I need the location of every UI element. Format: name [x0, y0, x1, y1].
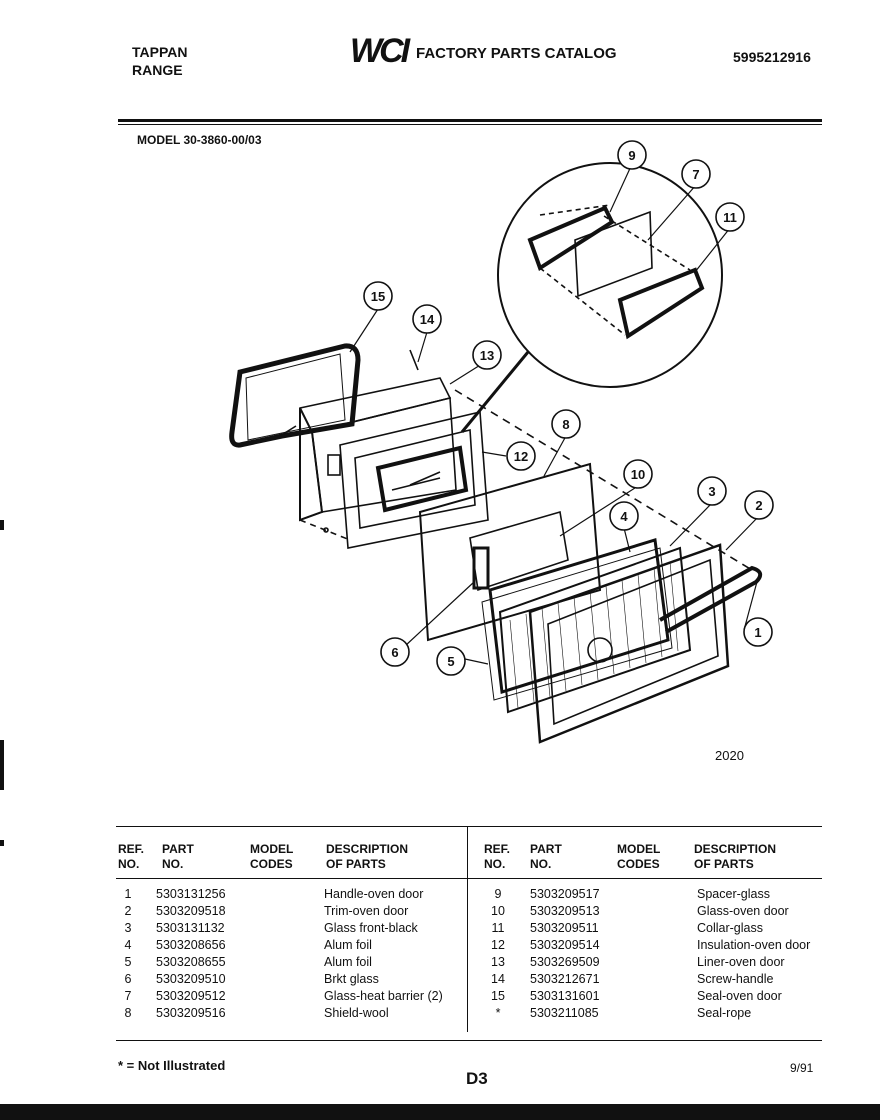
revision-date: 9/91 — [790, 1061, 814, 1075]
callout-15: 15 — [371, 289, 385, 304]
callout-7: 7 — [692, 167, 699, 182]
catalog-title: FACTORY PARTS CATALOG — [416, 45, 617, 62]
callout-5: 5 — [447, 654, 454, 669]
callout-14: 14 — [420, 312, 435, 327]
header-rule-bottom — [118, 124, 822, 125]
table-divider — [467, 827, 468, 1032]
table-header-rule — [116, 878, 822, 879]
figure-number: 2020 — [715, 748, 744, 763]
header-rule-top — [118, 119, 822, 122]
callout-2: 2 — [755, 498, 762, 513]
catalog-number: 5995212916 — [733, 49, 811, 65]
page-number: D3 — [466, 1069, 488, 1088]
table-top-rule — [116, 826, 822, 827]
brand-line1: TAPPAN — [132, 44, 188, 60]
oven-door-exploded-diagram: 1 2 3 4 5 6 7 8 9 10 11 12 13 14 15 — [229, 140, 774, 744]
brand-line2: RANGE — [132, 62, 183, 78]
scan-mark — [0, 740, 4, 790]
header-ref: REF.NO. — [118, 842, 145, 871]
callout-12: 12 — [514, 449, 528, 464]
callout-1: 1 — [754, 625, 761, 640]
scan-mark — [0, 840, 4, 846]
callout-11: 11 — [723, 210, 737, 225]
callout-8: 8 — [562, 417, 569, 432]
callout-9: 9 — [628, 148, 635, 163]
callout-6: 6 — [391, 645, 398, 660]
not-illustrated-note: * = Not Illustrated — [118, 1058, 226, 1073]
table-bottom-rule — [116, 1040, 822, 1041]
callout-4: 4 — [620, 509, 628, 524]
wci-logo: WCI — [350, 32, 410, 70]
callout-10: 10 — [631, 467, 645, 482]
callout-3: 3 — [708, 484, 715, 499]
model-number: MODEL 30-3860-00/03 — [137, 133, 262, 147]
header-ref-right: REF.NO. — [484, 842, 511, 871]
callout-13: 13 — [480, 348, 494, 363]
scan-mark — [0, 520, 4, 530]
scan-bottom-edge — [0, 1104, 880, 1120]
